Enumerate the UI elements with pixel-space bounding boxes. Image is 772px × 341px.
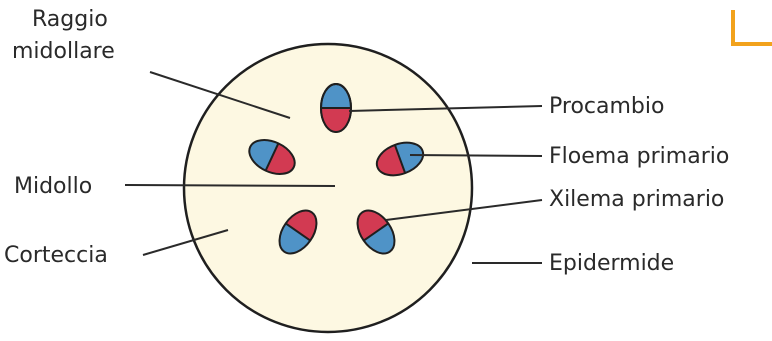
label-xilema-primario: Xilema primario (549, 187, 724, 212)
label-corteccia: Corteccia (4, 243, 108, 268)
label-midollo: Midollo (14, 174, 92, 199)
label-raggio-line1: Raggio (32, 7, 108, 32)
leader-midollo (125, 185, 335, 186)
label-epidermide: Epidermide (549, 251, 674, 276)
vascular-bundle-top (321, 84, 351, 132)
label-floema-primario: Floema primario (549, 144, 729, 169)
label-raggio-line2: midollare (12, 39, 115, 64)
corner-bracket (733, 10, 772, 44)
label-procambio: Procambio (549, 94, 664, 119)
leader-floema (410, 155, 542, 156)
